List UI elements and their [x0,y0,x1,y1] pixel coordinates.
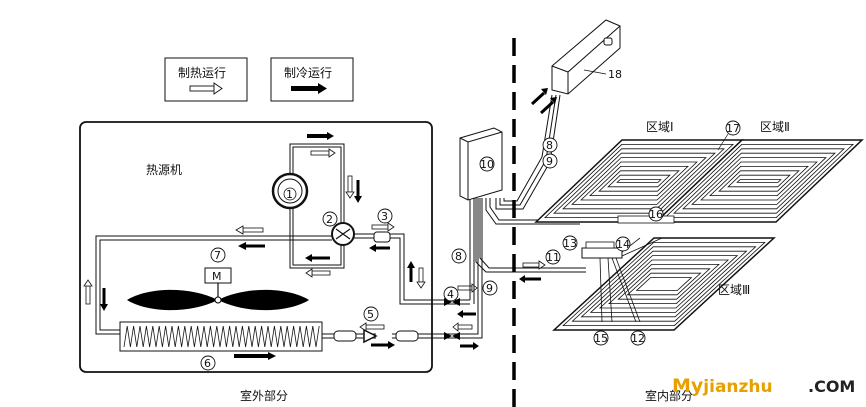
service-valve-4: 4 [443,286,460,340]
num-7: 7 [214,249,221,262]
num-15: 15 [594,332,608,345]
num-17: 17 [726,122,740,135]
legend-heating-arrow [189,82,223,95]
control-box-10: 10 [459,127,503,201]
num-10: 10 [480,158,494,171]
floor-heating-panels [534,139,864,331]
num-14: 14 [616,238,630,251]
svg-text:.COM: .COM [808,377,855,396]
panel-callouts: 17 16 13 14 11 15 12 [545,120,741,346]
num-9-top: 9 [546,155,553,168]
zone2-label: 区域Ⅱ [760,120,790,134]
num-1: 1 [286,188,293,201]
expansion-valve-5: 5 [333,306,419,344]
zone3-panel [552,237,776,331]
num-12: 12 [631,332,645,345]
motor-label: M [212,270,222,283]
num-16: 16 [649,208,663,221]
num-3: 3 [381,210,388,223]
loop-arrows [305,132,362,278]
num-13: 13 [563,237,577,250]
legend-heating-label: 制热运行 [178,66,226,80]
zone3-label: 区域Ⅲ [718,283,750,297]
zone2-panel [654,139,864,223]
manifolds [581,215,675,323]
filter-3: 3 [373,208,393,243]
legend-cooling-arrow [291,83,327,94]
indoor-part-label: 室内部分 [645,388,693,403]
indoor-unit-18: 18 [551,19,622,95]
pipe-callouts: 8 9 8 9 [451,137,558,296]
num-11: 11 [546,251,560,264]
num-18: 18 [608,68,622,81]
fan: M 7 [127,247,309,311]
watermark-logo: Myjianzhu .COM [672,375,855,397]
heat-source-label: 热源机 [146,163,182,177]
valve-side-arrows [452,283,479,350]
outdoor-line-arrows [83,222,426,360]
num-6: 6 [204,357,211,370]
outdoor-part-label: 室外部分 [240,388,288,403]
indoor-line-arrows [519,88,557,283]
num-8-bottom: 8 [455,250,462,263]
num-2: 2 [326,213,333,226]
svg-text:Myjianzhu: Myjianzhu [672,375,773,397]
legend-cooling-box [270,57,354,102]
legend-cooling-label: 制冷运行 [284,66,332,80]
zone1-label: 区域Ⅰ [646,120,674,134]
legend-heating-box [164,57,248,102]
num-9-bottom: 9 [486,282,493,295]
compressor: 1 [271,172,309,210]
num-4: 4 [447,288,454,301]
heat-exchanger-coil: 6 [119,321,323,371]
num-8-top: 8 [546,139,553,152]
legend: 制热运行 制冷运行 [164,57,354,102]
num-5: 5 [367,308,374,321]
